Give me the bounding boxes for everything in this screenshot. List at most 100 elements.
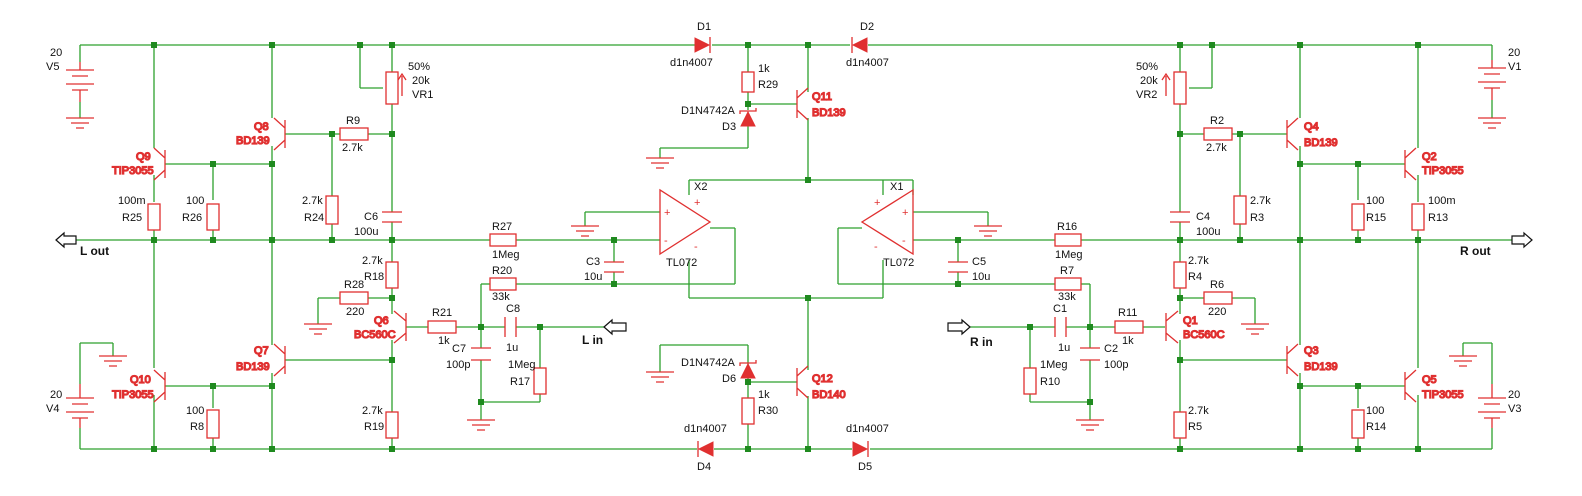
R3-value: 2.7k xyxy=(1250,195,1271,207)
R29-value: 1k xyxy=(758,63,770,75)
Q2-model: TIP3055 xyxy=(1422,165,1464,177)
R4-label: R4 xyxy=(1188,271,1202,283)
C4-label: C4 xyxy=(1196,211,1210,223)
D4-model: d1n4007 xyxy=(684,423,727,435)
r-in-label: R in xyxy=(970,335,993,349)
V1-value: 20 xyxy=(1508,47,1520,59)
transistor-Q4: Q4 BD139 xyxy=(1286,117,1338,151)
transistor-Q1: Q1 BC560C xyxy=(1165,310,1225,344)
X2-model: TL072 xyxy=(666,257,697,269)
resistor-R20: R20 33k xyxy=(489,265,517,303)
V5-value: 20 xyxy=(50,47,62,59)
svg-text:-: - xyxy=(664,235,668,247)
capacitor-C2: C2 100p xyxy=(1080,343,1128,371)
transistor-Q11: Q11 BD139 xyxy=(796,87,846,121)
Q9-model: TIP3055 xyxy=(112,165,154,177)
R27-value: 1Meg xyxy=(492,249,520,261)
R19-label: R19 xyxy=(364,421,384,433)
Q5-label: Q5 xyxy=(1422,374,1437,386)
svg-text:+: + xyxy=(874,197,880,209)
Q4-label: Q4 xyxy=(1304,121,1319,133)
junctions xyxy=(151,42,1421,452)
R11-label: R11 xyxy=(1118,307,1137,319)
R2-value: 2.7k xyxy=(1206,142,1227,154)
Q1-label: Q1 xyxy=(1183,315,1198,327)
R24-label: R24 xyxy=(304,212,324,224)
VR1-value: 20k xyxy=(412,75,430,87)
zener-D3: D1N4742A D3 xyxy=(681,105,757,133)
C5-label: C5 xyxy=(972,256,986,268)
resistor-R11: R11 1k xyxy=(1114,307,1144,347)
V4-label: V4 xyxy=(46,403,59,415)
resistor-R4: 2.7k R4 xyxy=(1173,255,1209,289)
R13-value: 100m xyxy=(1428,195,1456,207)
R16-label: R16 xyxy=(1057,221,1077,233)
svg-text:+: + xyxy=(694,197,700,209)
R20-value: 33k xyxy=(492,291,510,303)
C7-label: C7 xyxy=(452,343,466,355)
Q7-label: Q7 xyxy=(254,345,269,357)
VR2-setting: 50% xyxy=(1136,61,1158,73)
X2-label: X2 xyxy=(694,181,707,193)
VR2-label: VR2 xyxy=(1136,89,1157,101)
port-r-out: R out xyxy=(1460,231,1533,258)
diode-D2: D2 d1n4007 xyxy=(846,21,889,69)
R8-label: R8 xyxy=(190,421,204,433)
resistor-R13: 100m R13 xyxy=(1411,195,1456,231)
zener-D6: D1N4742A D6 xyxy=(681,357,757,385)
resistor-R10: 1Meg R10 xyxy=(1023,359,1068,395)
R25-label: R25 xyxy=(122,212,142,224)
resistor-R27: R27 1Meg xyxy=(489,221,520,261)
diode-D1: D1 d1n4007 xyxy=(670,21,713,69)
l-out-label: L out xyxy=(80,244,109,258)
R13-label: R13 xyxy=(1428,212,1448,224)
opamp-X2: X2 TL072 xyxy=(659,181,712,269)
resistor-R2: R2 2.7k xyxy=(1203,115,1233,154)
X1-model: TL072 xyxy=(883,257,914,269)
resistor-R29: 1k R29 xyxy=(741,63,778,93)
R27-label: R27 xyxy=(492,221,512,233)
D1-label: D1 xyxy=(697,21,711,33)
diode-D5: d1n4007 D5 xyxy=(846,423,889,473)
capacitor-C3: C3 10u xyxy=(584,256,624,283)
Q7-model: BD139 xyxy=(236,361,270,373)
capacitor-C7: C7 100p xyxy=(446,343,491,371)
R6-value: 220 xyxy=(1208,306,1226,318)
resistor-R24: 2.7k R24 xyxy=(302,195,339,225)
port-l-out: L out xyxy=(55,231,109,258)
R26-value: 100 xyxy=(186,195,204,207)
C6-label: C6 xyxy=(364,211,378,223)
resistor-R26: 100 R26 xyxy=(182,195,220,231)
resistor-R25: 100m R25 xyxy=(118,195,161,231)
R30-value: 1k xyxy=(758,389,770,401)
resistor-R8: 100 R8 xyxy=(186,405,220,439)
Q10-model: TIP3055 xyxy=(112,389,154,401)
C8-value: 1u xyxy=(506,342,518,354)
Q2-label: Q2 xyxy=(1422,151,1437,163)
resistor-R6: R6 220 xyxy=(1203,279,1233,318)
R17-value: 1Meg xyxy=(508,359,536,371)
opamp-X1: X1 TL072 xyxy=(860,181,914,269)
port-l-in: L in xyxy=(582,318,627,347)
capacitor-C8: C8 1u xyxy=(504,303,520,354)
l-in-label: L in xyxy=(582,333,603,347)
capacitor-C4: C4 100u xyxy=(1170,211,1220,238)
R3-label: R3 xyxy=(1250,212,1264,224)
resistor-R9: R9 2.7k xyxy=(339,115,369,154)
R8-value: 100 xyxy=(186,405,204,417)
capacitor-C6: C6 100u xyxy=(354,211,402,238)
VR1-setting: 50% xyxy=(408,61,430,73)
resistor-R19: 2.7k R19 xyxy=(362,405,399,439)
Q12-label: Q12 xyxy=(812,373,833,385)
Q5-model: TIP3055 xyxy=(1422,389,1464,401)
V4-value: 20 xyxy=(50,389,62,401)
R9-value: 2.7k xyxy=(342,142,363,154)
C4-value: 100u xyxy=(1196,226,1220,238)
VR1-label: VR1 xyxy=(412,89,433,101)
C6-value: 100u xyxy=(354,226,378,238)
C8-label: C8 xyxy=(506,303,520,315)
D5-model: d1n4007 xyxy=(846,423,889,435)
R15-value: 100 xyxy=(1366,195,1384,207)
svg-text:-: - xyxy=(902,235,906,247)
